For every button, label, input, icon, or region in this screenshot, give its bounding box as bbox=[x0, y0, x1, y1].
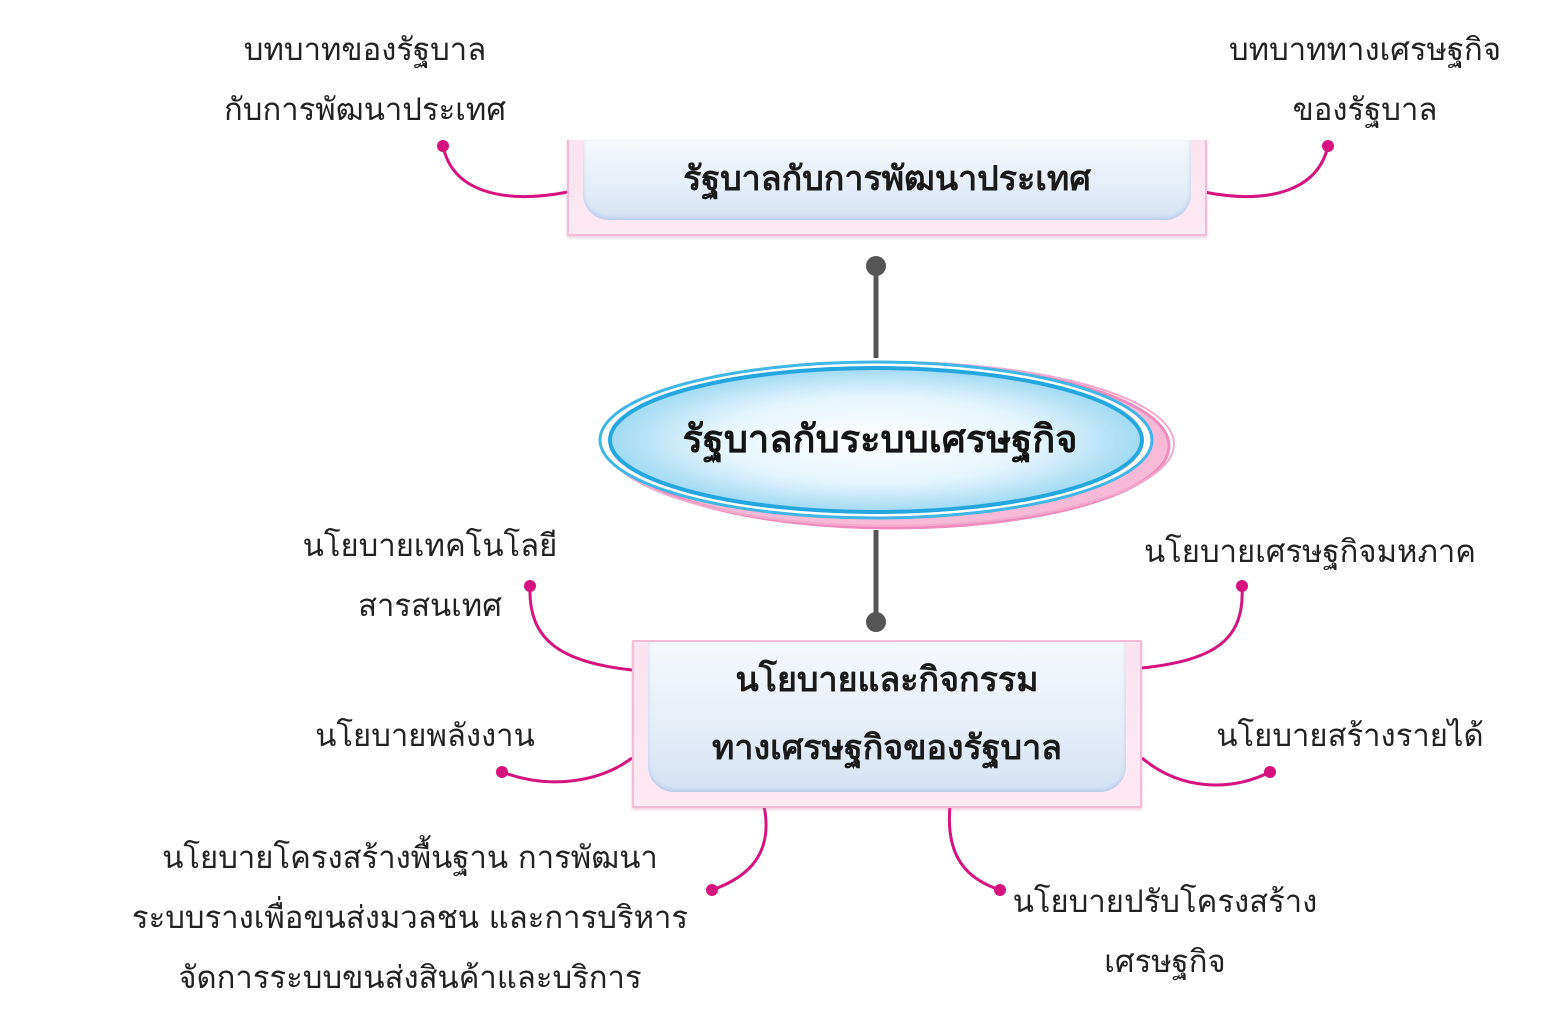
connector-tech bbox=[528, 585, 633, 672]
bottom-box-inner: นโยบายและกิจกรรม ทางเศรษฐกิจของรัฐบาล bbox=[648, 642, 1126, 792]
label-it-policy: นโยบายเทคโนโลยี สารสนเทศ bbox=[280, 516, 580, 636]
label-line: นโยบายสร้างรายได้ bbox=[1216, 718, 1484, 754]
connector-dot-tech bbox=[524, 580, 536, 592]
central-oval bbox=[598, 360, 1175, 530]
label-infrastructure-policy: นโยบายโครงสร้างพื้นฐาน การพัฒนา ระบบรางเ… bbox=[100, 828, 720, 1008]
label-line: บทบาทของรัฐบาล bbox=[243, 32, 487, 68]
connector-top-right bbox=[1203, 145, 1330, 199]
connector-dot-macro bbox=[1236, 580, 1248, 592]
label-macro-policy: นโยบายเศรษฐกิจมหภาค bbox=[1130, 522, 1490, 582]
connector-dot-energy bbox=[496, 766, 508, 778]
bottom-box-title-line1: นโยบายและกิจกรรม bbox=[735, 660, 1039, 700]
top-box: รัฐบาลกับการพัฒนาประเทศ bbox=[567, 140, 1207, 236]
connector-energy bbox=[501, 756, 633, 784]
connector-income bbox=[1141, 756, 1271, 787]
label-line: บทบาททางเศรษฐกิจ bbox=[1228, 32, 1501, 68]
label-role-development: บทบาทของรัฐบาล กับการพัฒนาประเทศ bbox=[190, 20, 540, 140]
connector-dot-restructure bbox=[994, 884, 1006, 896]
label-line: นโยบายเศรษฐกิจมหภาค bbox=[1143, 534, 1477, 570]
connector-dot-infra bbox=[706, 884, 718, 896]
label-line: เศรษฐกิจ bbox=[1104, 944, 1226, 980]
label-line: นโยบายพลังงาน bbox=[315, 718, 535, 754]
label-line: นโยบายเทคโนโลยี bbox=[302, 528, 558, 564]
label-line: ของรัฐบาล bbox=[1292, 92, 1438, 128]
top-box-inner: รัฐบาลกับการพัฒนาประเทศ bbox=[583, 140, 1191, 220]
label-income-policy: นโยบายสร้างรายได้ bbox=[1200, 706, 1500, 766]
stem-upper-node bbox=[866, 256, 886, 276]
label-line: นโยบายโครงสร้างพื้นฐาน การพัฒนา bbox=[162, 840, 658, 876]
connector-dot-top-right bbox=[1322, 140, 1334, 152]
connector-infra bbox=[711, 805, 768, 892]
label-line: จัดการระบบขนส่งสินค้าและบริการ bbox=[178, 960, 642, 996]
connector-top-left bbox=[441, 145, 569, 199]
connector-restructure bbox=[947, 805, 1001, 892]
label-line: กับการพัฒนาประเทศ bbox=[224, 92, 506, 128]
connector-dot-top-left bbox=[437, 140, 449, 152]
stem-lower-node bbox=[866, 612, 886, 632]
central-title: รัฐบาลกับระบบเศรษฐกิจ bbox=[682, 417, 1078, 461]
top-box-title: รัฐบาลกับการพัฒนาประเทศ bbox=[683, 159, 1091, 199]
connector-macro bbox=[1141, 585, 1244, 670]
label-economic-role: บทบาททางเศรษฐกิจ ของรัฐบาล bbox=[1200, 20, 1530, 140]
bottom-box: นโยบายและกิจกรรม ทางเศรษฐกิจของรัฐบาล bbox=[632, 640, 1142, 808]
label-line: สารสนเทศ bbox=[358, 588, 502, 624]
label-restructure-policy: นโยบายปรับโครงสร้าง เศรษฐกิจ bbox=[1000, 872, 1330, 992]
bottom-box-title-line2: ทางเศรษฐกิจของรัฐบาล bbox=[711, 728, 1063, 768]
label-line: นโยบายปรับโครงสร้าง bbox=[1012, 884, 1318, 920]
label-line: ระบบรางเพื่อขนส่งมวลชน และการบริหาร bbox=[131, 900, 689, 936]
connector-dot-income bbox=[1264, 766, 1276, 778]
label-energy-policy: นโยบายพลังงาน bbox=[290, 706, 560, 766]
